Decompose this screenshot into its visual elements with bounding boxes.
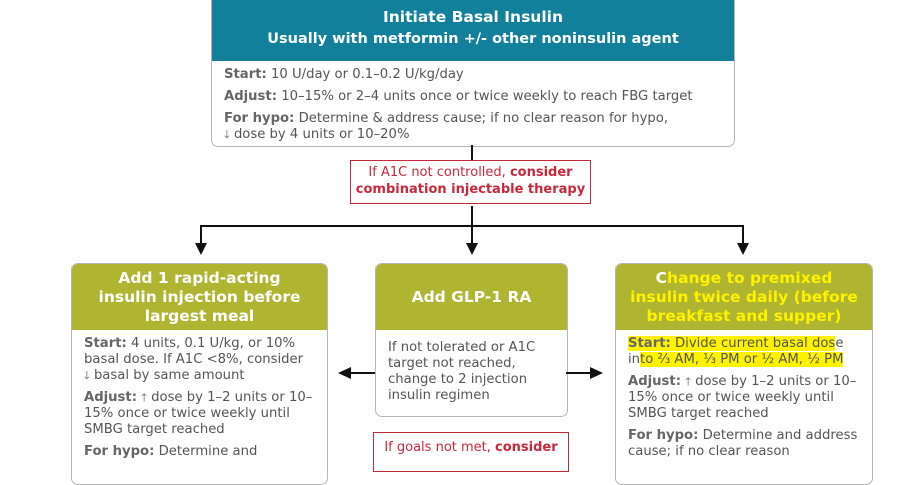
start-text-e: e <box>835 336 844 351</box>
up-arrow-icon: 🡑 <box>685 375 691 388</box>
hypo-text: Determine and <box>158 444 258 459</box>
connector-top <box>471 145 473 160</box>
connector-left <box>200 225 202 245</box>
glp1-header: Add GLP-1 RA <box>376 264 567 330</box>
premixed-title-first: C <box>655 268 668 287</box>
rapid-acting-box: Add 1 rapid-acting insulin injection bef… <box>71 263 328 485</box>
up-arrow-icon: 🡑 <box>141 391 147 404</box>
hypo-label: For hypo: <box>224 111 295 126</box>
premixed-title: hange to premixed <box>667 268 833 287</box>
glp1-text: If not tolerated or A1C target not reach… <box>388 340 536 403</box>
basal-insulin-title: Initiate Basal Insulin <box>382 7 563 26</box>
adjust-label: Adjust: <box>224 89 277 104</box>
hypo-label: For hypo: <box>84 444 155 459</box>
start-label: Start: <box>628 336 671 351</box>
premixed-title-2: insulin twice daily (before breakfast an… <box>630 287 858 325</box>
decision-box-1: If A1C not controlled, consider combinati… <box>350 160 591 204</box>
premixed-box: Change to premixed insulin twice daily (… <box>615 263 873 485</box>
decision-2-text: If goals not met, <box>384 440 491 455</box>
adjust-text: 10–15% or 2–4 units once or twice weekly… <box>281 89 693 104</box>
premixed-header: Change to premixed insulin twice daily (… <box>616 264 872 330</box>
rapid-acting-header: Add 1 rapid-acting insulin injection bef… <box>72 264 327 330</box>
decision-1-bold: consider <box>509 165 573 180</box>
start-text: Divide current basal dos <box>675 336 836 351</box>
hypo-text-2: dose by 4 units or 10–20% <box>233 127 410 142</box>
premixed-body: Start: Divide current basal dose into ⅔ A… <box>616 330 872 472</box>
connector-glp1-right <box>566 372 591 374</box>
decision-box-2: If goals not met, consider <box>373 432 569 472</box>
hypo-text: Determine and address cause; if no clear… <box>628 428 858 459</box>
adjust-label: Adjust: <box>84 390 137 405</box>
decision-1-bold-2: combination injectable therapy <box>355 182 586 197</box>
basal-insulin-body: Start: 10 U/day or 0.1–0.2 U/kg/day Adju… <box>212 61 734 146</box>
start-label: Start: <box>84 336 127 351</box>
start-label: Start: <box>224 67 267 82</box>
basal-insulin-box: Initiate Basal Insulin Usually with metf… <box>211 0 735 147</box>
basal-insulin-subtitle: Usually with metformin +/- other noninsu… <box>267 30 679 47</box>
adjust-text: dose by 1–2 units or 10–15% once or twic… <box>84 390 313 437</box>
connector-glp1-left <box>350 372 375 374</box>
arrow-down-left-icon <box>195 243 207 255</box>
connector-right <box>742 225 744 245</box>
start-text-in: in <box>628 352 641 367</box>
hypo-text: Determine & address cause; if no clear r… <box>298 111 669 126</box>
arrow-down-right-icon <box>737 243 749 255</box>
adjust-label: Adjust: <box>628 374 681 389</box>
arrow-left-icon <box>338 367 351 379</box>
down-arrow-icon: 🡓 <box>224 128 230 141</box>
start-text-2: basal by same amount <box>93 368 245 383</box>
glp1-box: Add GLP-1 RA If not tolerated or A1C tar… <box>375 263 568 417</box>
hypo-label: For hypo: <box>628 428 699 443</box>
adjust-text: dose by 1–2 units or 10–15% once or twic… <box>628 374 857 421</box>
down-arrow-icon: 🡓 <box>84 369 90 382</box>
rapid-acting-body: Start: 4 units, 0.1 U/kg, or 10% basal d… <box>72 330 327 472</box>
basal-insulin-header: Initiate Basal Insulin Usually with metf… <box>212 0 734 61</box>
decision-1-text: If A1C not controlled, <box>368 165 506 180</box>
arrow-down-mid-icon <box>466 243 478 255</box>
start-text-2: to ⅔ AM, ⅓ PM or ½ AM, ½ PM <box>640 352 844 367</box>
connector-horizontal <box>200 225 744 227</box>
start-text: 10 U/day or 0.1–0.2 U/kg/day <box>271 67 464 82</box>
decision-2-bold: consider <box>495 440 558 455</box>
arrow-right-icon <box>590 367 603 379</box>
start-text: 4 units, 0.1 U/kg, or 10% basal dose. If… <box>84 336 304 367</box>
